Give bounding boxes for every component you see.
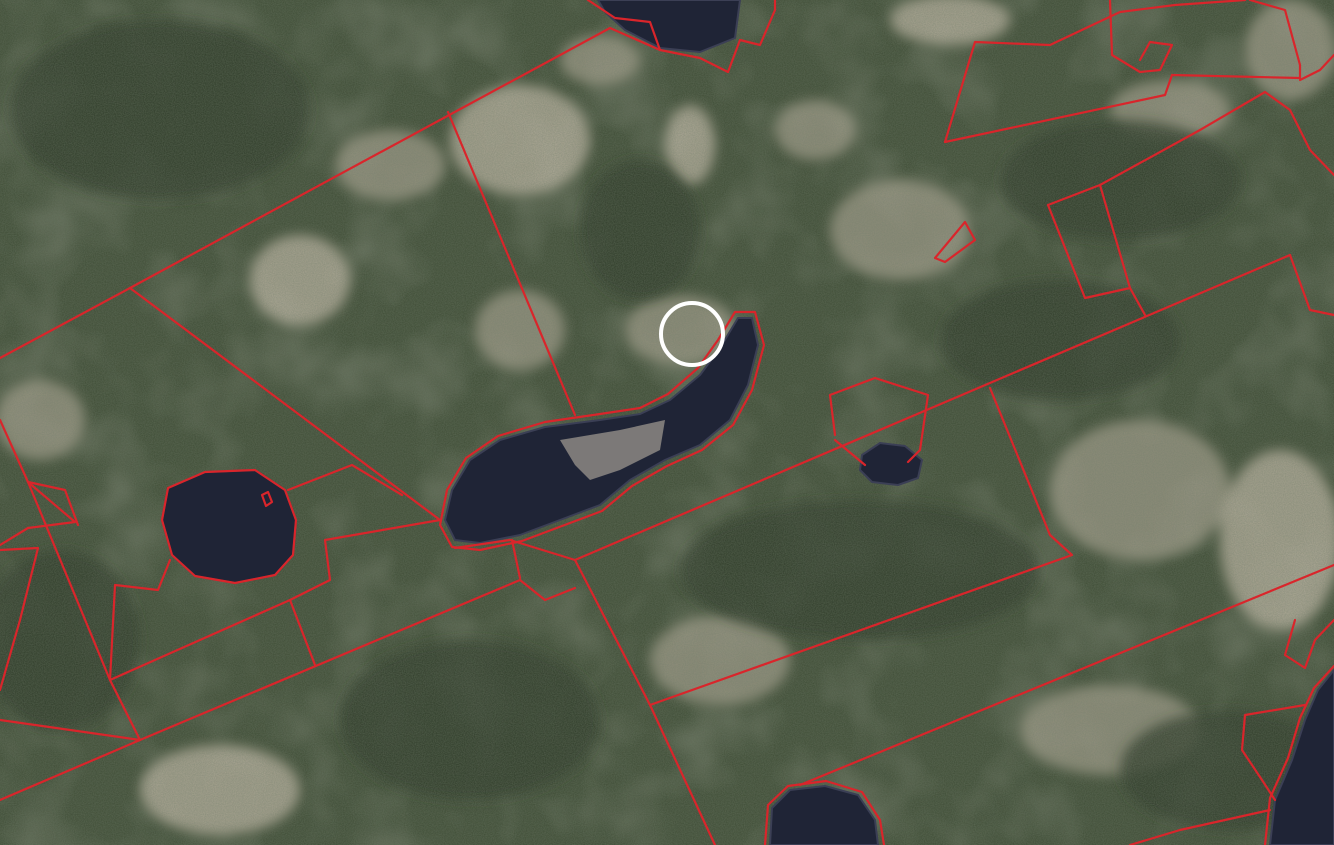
boundary-line[interactable] [160,468,298,585]
boundary-line[interactable] [833,438,867,467]
boundary-line[interactable] [1128,286,1147,317]
boundary-line[interactable] [108,558,172,682]
boundary-line[interactable] [26,480,80,527]
boundary-line[interactable] [1283,618,1334,670]
boundary-line[interactable] [1288,253,1334,317]
boundary-line[interactable] [1240,703,1307,802]
boundary-line[interactable] [1298,53,1334,82]
shore-boundaries [160,310,1334,845]
boundary-line[interactable] [943,0,1302,144]
boundary-line[interactable] [798,563,1334,787]
lake-bottom-right[interactable] [1269,669,1334,845]
boundary-line[interactable] [108,518,442,682]
boundary-line[interactable] [510,538,522,580]
boundary-line[interactable] [0,0,777,360]
boundary-line[interactable] [1128,808,1272,845]
boundary-line[interactable] [286,463,404,497]
lake-east-small[interactable] [859,442,923,486]
boundary-line[interactable] [288,598,317,667]
location-marker-ring[interactable] [659,301,725,367]
boundary-line[interactable] [438,310,766,552]
boundary-line[interactable] [446,110,577,417]
boundary-line[interactable] [128,286,442,522]
boundary-line[interactable] [138,578,577,742]
boundary-line[interactable] [453,253,1292,562]
boundary-parcel-small[interactable] [260,490,274,508]
lake-central[interactable] [444,317,759,544]
lake-central-shallows [560,420,665,480]
boundary-line[interactable] [0,546,40,692]
lake-bottom[interactable] [769,785,879,845]
boundary-line[interactable] [1108,0,1174,74]
boundary-line[interactable] [933,220,977,264]
boundary-line[interactable] [763,779,886,845]
boundary-line[interactable] [0,418,77,547]
boundary-line[interactable] [943,0,1247,144]
boundary-line[interactable] [1046,183,1132,300]
boundary-line[interactable] [1263,664,1334,845]
boundary-line[interactable] [828,376,930,464]
boundary-line[interactable] [586,0,662,52]
lake-top[interactable] [597,0,741,53]
boundary-line[interactable] [648,386,1074,707]
